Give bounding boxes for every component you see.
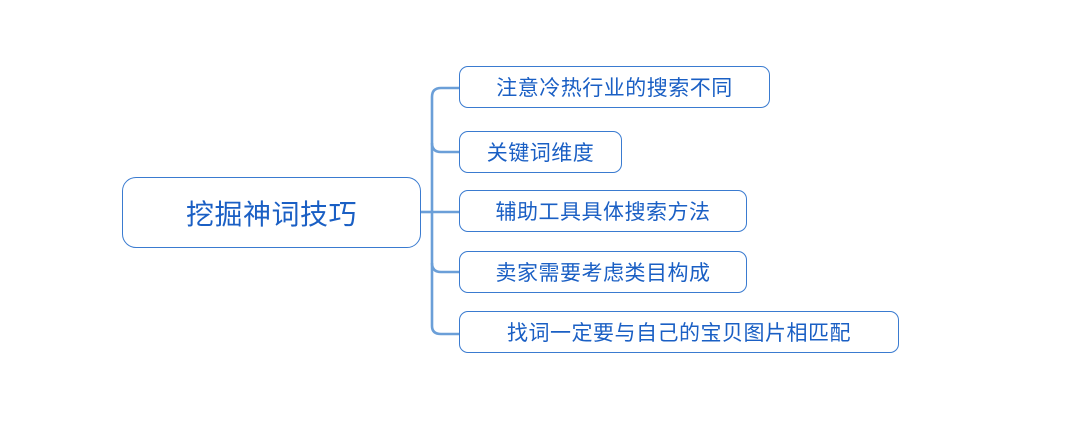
- branch-node-5[interactable]: 找词一定要与自己的宝贝图片相匹配: [459, 311, 899, 353]
- branch-node-4[interactable]: 卖家需要考虑类目构成: [459, 251, 747, 293]
- branch-node-5-label: 找词一定要与自己的宝贝图片相匹配: [507, 322, 851, 345]
- branch-node-3-label: 辅助工具具体搜索方法: [495, 201, 711, 224]
- branch-node-1-label: 注意冷热行业的搜索不同: [496, 77, 733, 100]
- branch-node-2-label: 关键词维度: [486, 142, 595, 165]
- root-node-label: 挖掘神词技巧: [185, 198, 357, 230]
- branch-node-2[interactable]: 关键词维度: [459, 131, 622, 173]
- root-node[interactable]: 挖掘神词技巧: [122, 177, 421, 248]
- branch-node-1[interactable]: 注意冷热行业的搜索不同: [459, 66, 770, 108]
- branch-node-4-label: 卖家需要考虑类目构成: [495, 262, 711, 285]
- branch-node-3[interactable]: 辅助工具具体搜索方法: [459, 190, 747, 232]
